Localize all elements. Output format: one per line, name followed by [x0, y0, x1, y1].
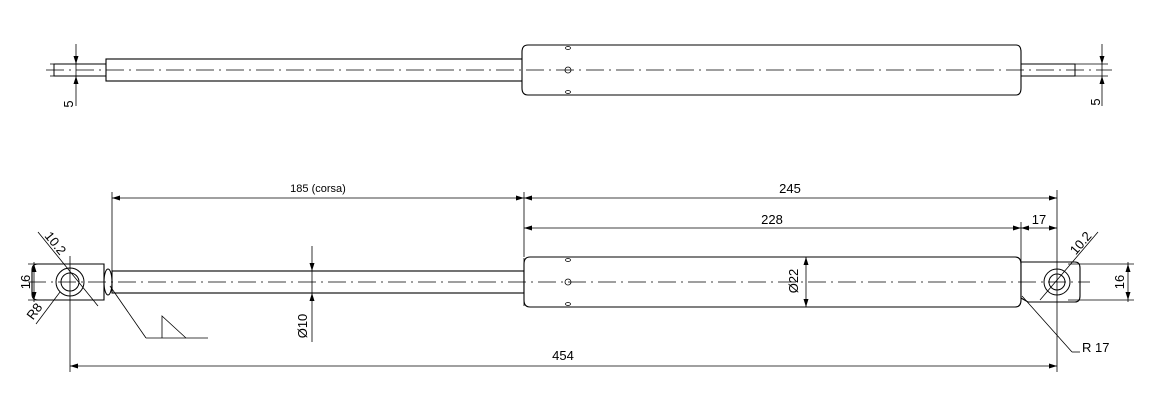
body-arrow-left: [524, 225, 532, 231]
side-view: 185 (corsa) 245 228 17 454 Ø10 Ø22: [18, 181, 1134, 372]
weld-symbol-leader: [109, 285, 147, 339]
top-left-thickness-label: 5: [61, 100, 76, 107]
overall-arrow-left: [70, 363, 78, 369]
right-height-arrow-upper: [1125, 264, 1131, 272]
cyl-arrow-left: [524, 195, 532, 201]
end-arrow-left: [1021, 225, 1029, 231]
left-radius-label: R8: [23, 300, 45, 322]
top-right-thickness-label: 5: [1088, 98, 1103, 105]
left-radius-leader: [35, 291, 61, 325]
top-vent-mark-lower: [565, 90, 571, 94]
side-vent-mark-lower: [565, 302, 571, 306]
stroke-label: 185 (corsa): [290, 183, 346, 195]
top-left-arrow-upper: [73, 56, 79, 64]
rod-dia-arrow-upper: [309, 263, 315, 271]
body-arrow-right: [1013, 225, 1021, 231]
top-left-arrow-lower: [73, 76, 79, 84]
cylinder-length-label: 245: [779, 181, 801, 196]
right-radius-leader: [1021, 295, 1073, 353]
body-length-label: 228: [761, 212, 783, 227]
left-height-arrow-lower: [31, 292, 37, 300]
end-length-label: 17: [1032, 212, 1046, 227]
cyl-dia-arrow-upper: [803, 257, 809, 265]
left-height-arrow-upper: [31, 264, 37, 272]
right-height-arrow-lower: [1125, 292, 1131, 300]
top-vent-mark-upper: [565, 46, 571, 50]
rod-diameter-label: Ø10: [295, 314, 310, 339]
overall-length-label: 454: [552, 348, 574, 363]
side-vent-mark-upper: [565, 258, 571, 262]
left-hole-leader: [37, 231, 99, 307]
cyl-dia-arrow-lower: [803, 299, 809, 307]
left-eye-height-label: 16: [18, 275, 33, 289]
end-arrow-right: [1049, 225, 1057, 231]
right-hole-label: 10.2: [1067, 229, 1095, 258]
right-hole-leader: [1039, 231, 1099, 301]
fillet-weld-icon: [161, 315, 187, 339]
overall-arrow-right: [1049, 363, 1057, 369]
stroke-arrow-right: [516, 195, 524, 201]
cyl-arrow-right: [1049, 195, 1057, 201]
top-right-arrow-upper: [1099, 56, 1105, 64]
cylinder-diameter-label: Ø22: [786, 269, 801, 294]
left-hole-label: 10.2: [42, 229, 70, 258]
top-view: 5 5: [46, 44, 1112, 108]
right-radius-label: R 17: [1082, 340, 1109, 355]
top-right-arrow-lower: [1099, 76, 1105, 84]
stroke-arrow-left: [112, 195, 120, 201]
rod-dia-arrow-lower: [309, 293, 315, 301]
right-eye-height-label: 16: [1112, 275, 1127, 289]
